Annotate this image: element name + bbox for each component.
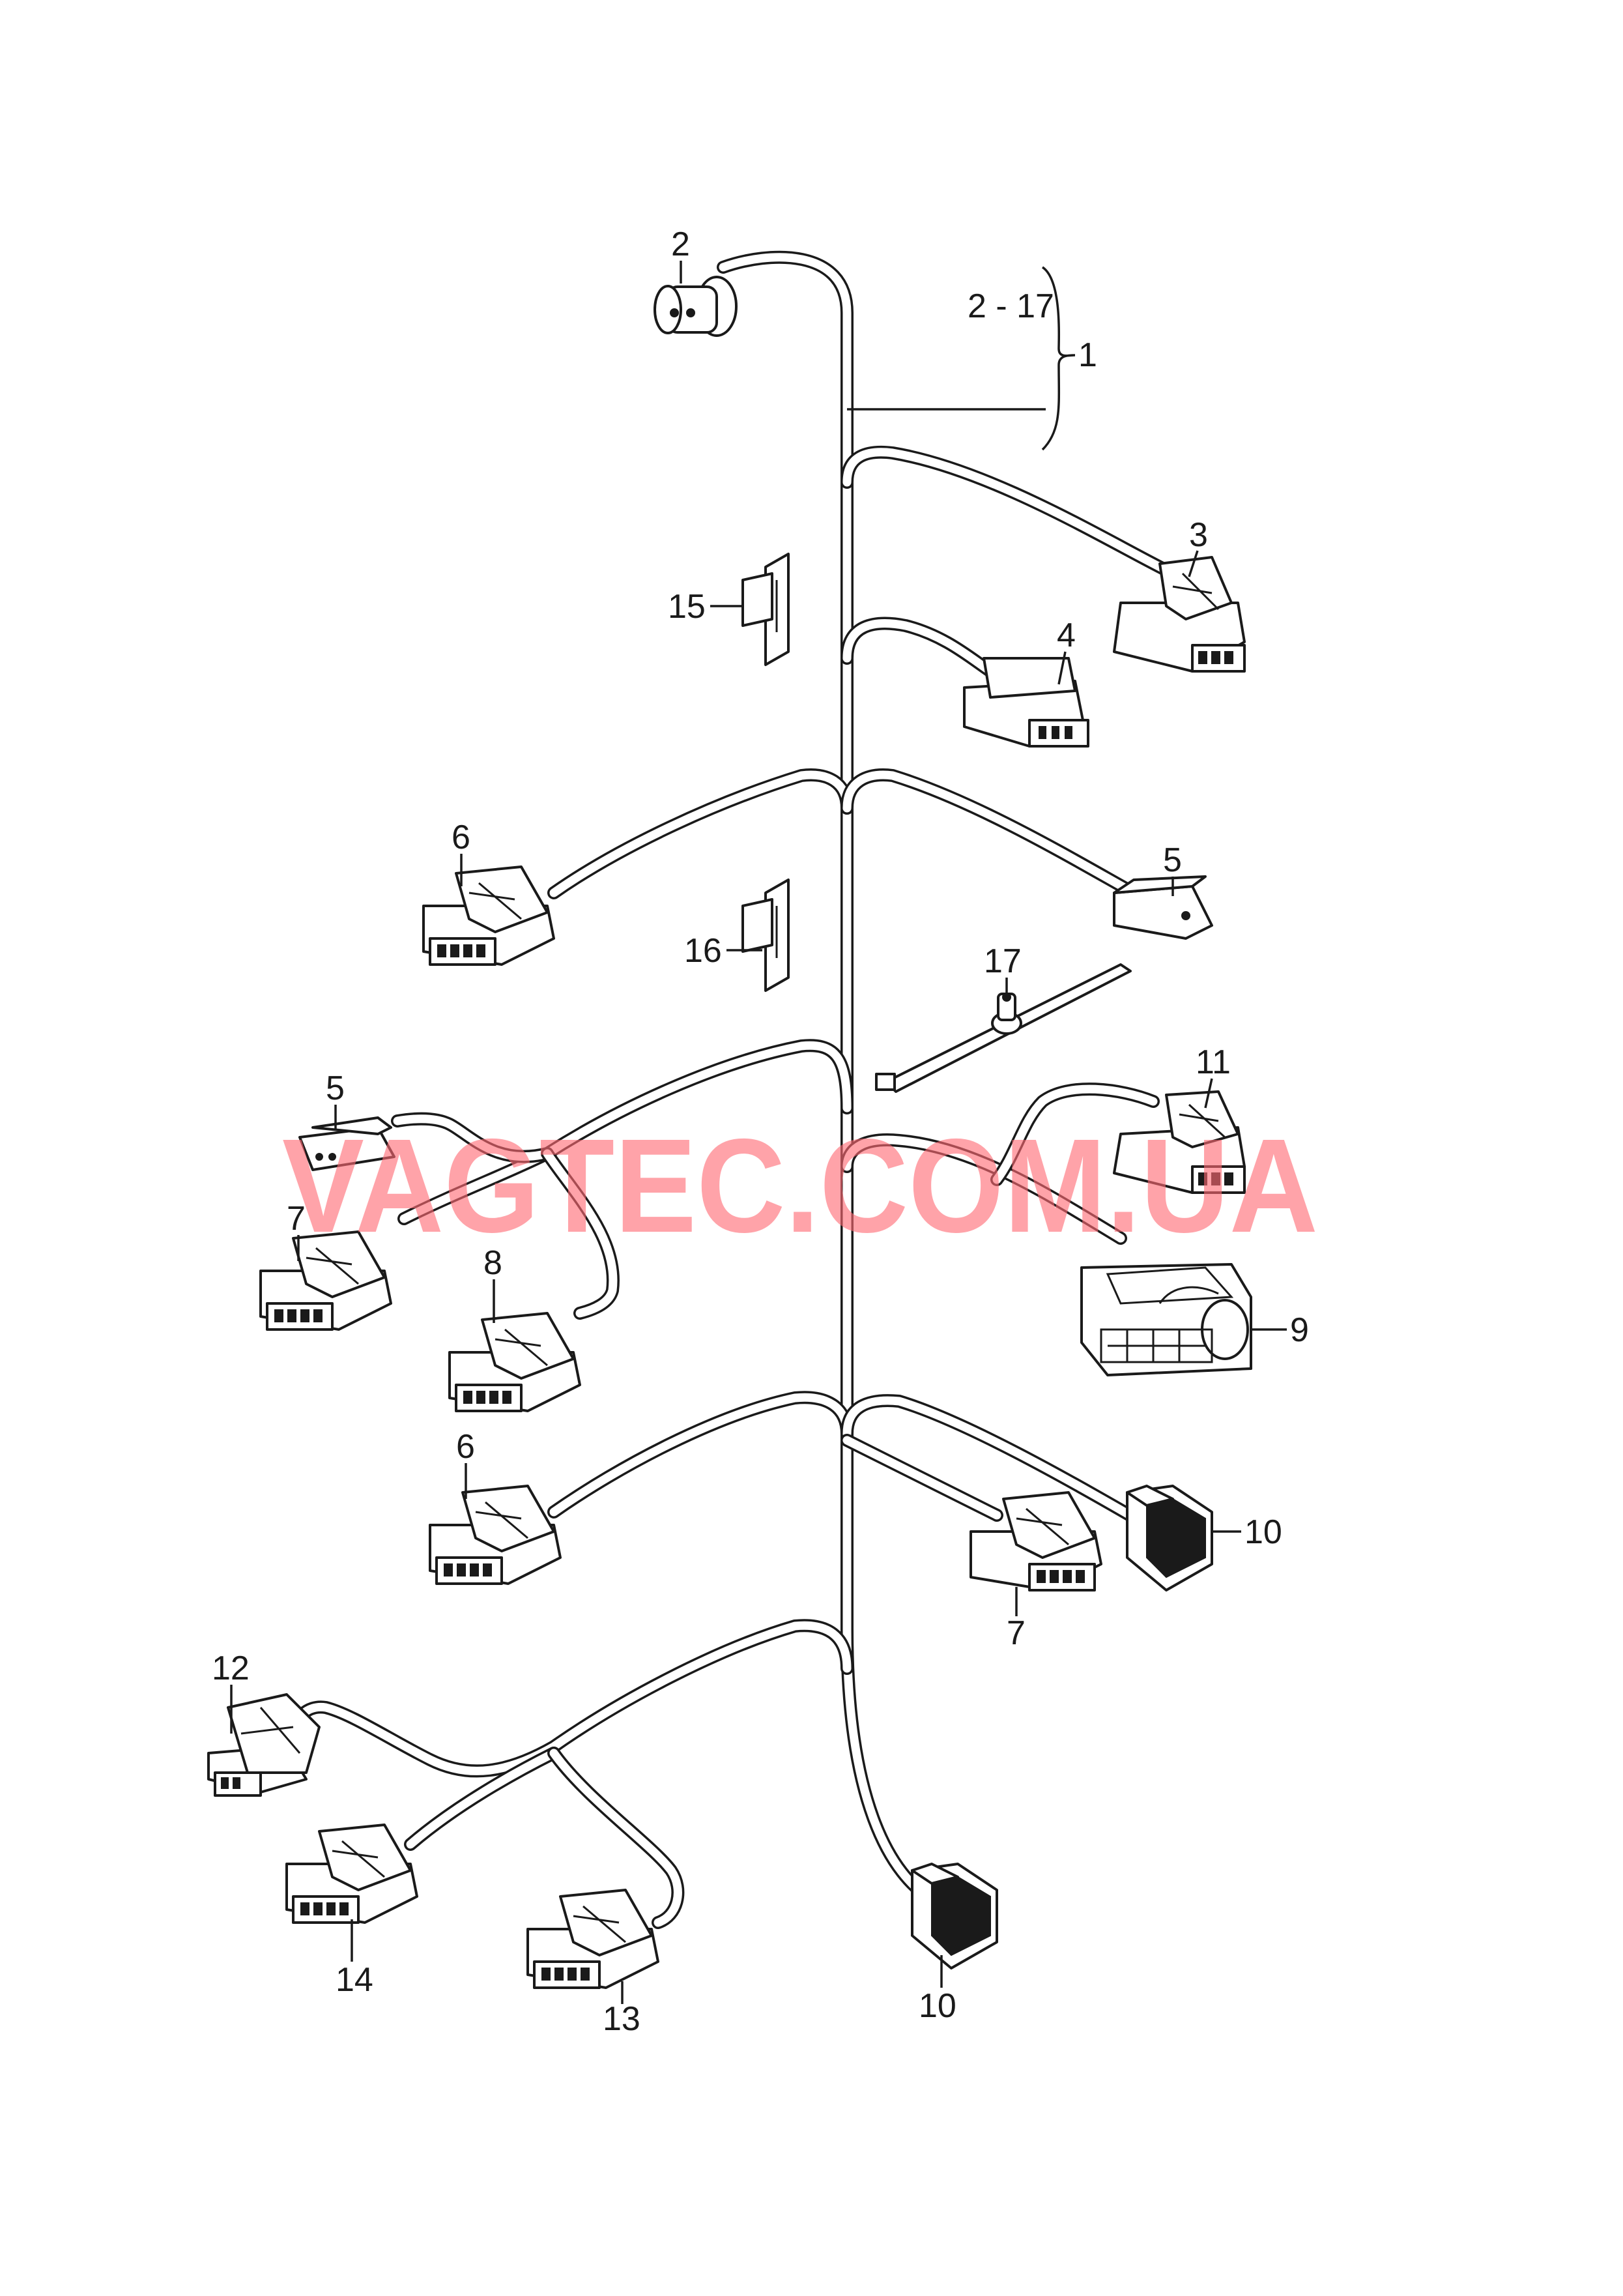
connector-5-left xyxy=(298,1116,395,1171)
callout-2: 2 xyxy=(671,225,690,263)
callout-13: 13 xyxy=(603,2000,640,2038)
callout-5-left: 5 xyxy=(326,1069,345,1107)
connector-5-right xyxy=(1113,875,1213,940)
callout-17: 17 xyxy=(984,942,1022,980)
connector-6-lower xyxy=(429,1485,562,1585)
connector-2 xyxy=(654,276,738,337)
callout-11: 11 xyxy=(1196,1043,1231,1081)
branch-wire-lower-group xyxy=(287,1619,854,1778)
clip-15 xyxy=(741,553,790,666)
range-label: 2 - 17 xyxy=(968,287,1054,325)
callout-4: 4 xyxy=(1057,617,1076,654)
callout-leaders xyxy=(230,261,1287,2004)
cable-tie-17 xyxy=(875,963,1132,1093)
connector-11 xyxy=(1113,1090,1246,1194)
connector-7-upper xyxy=(259,1230,392,1331)
connector-14 xyxy=(285,1824,418,1924)
connector-4 xyxy=(963,657,1089,748)
connector-9 xyxy=(1080,1263,1252,1376)
callout-12: 12 xyxy=(212,1649,250,1687)
callout-16: 16 xyxy=(684,932,722,970)
clip-16 xyxy=(741,879,790,992)
branch-wire-5-right xyxy=(840,768,1140,899)
callout-10-lower: 10 xyxy=(919,1987,956,2025)
callout-3: 3 xyxy=(1189,516,1208,554)
connector-12 xyxy=(207,1693,321,1797)
callout-9: 9 xyxy=(1290,1311,1309,1349)
callout-15: 15 xyxy=(668,588,706,626)
connector-13 xyxy=(526,1889,659,1989)
callout-14: 14 xyxy=(336,1961,373,1999)
connector-10-upper xyxy=(1126,1485,1213,1591)
branch-wire-6-lower xyxy=(547,1391,854,1519)
callout-6-lower: 6 xyxy=(456,1428,475,1466)
harness-wires xyxy=(287,250,1173,1929)
connector-3 xyxy=(1113,556,1246,673)
connector-10-lower xyxy=(911,1863,998,1969)
callout-8: 8 xyxy=(483,1244,502,1282)
connector-6-upper xyxy=(422,865,555,966)
branch-wire-3 xyxy=(840,445,1173,577)
callout-10-upper: 10 xyxy=(1244,1513,1282,1551)
connector-8 xyxy=(448,1312,581,1412)
callout-1: 1 xyxy=(1078,336,1097,374)
callout-7-lower: 7 xyxy=(1007,1614,1026,1652)
branch-wire-6-upper xyxy=(547,768,854,899)
range-bracket xyxy=(847,266,1076,451)
watermark-text: VAGTEC.COM.UA xyxy=(282,1111,1318,1260)
callout-7-upper: 7 xyxy=(287,1200,306,1238)
callout-6-upper: 6 xyxy=(452,819,470,856)
connector-7-lower xyxy=(969,1491,1102,1591)
callout-5-right: 5 xyxy=(1163,841,1182,879)
